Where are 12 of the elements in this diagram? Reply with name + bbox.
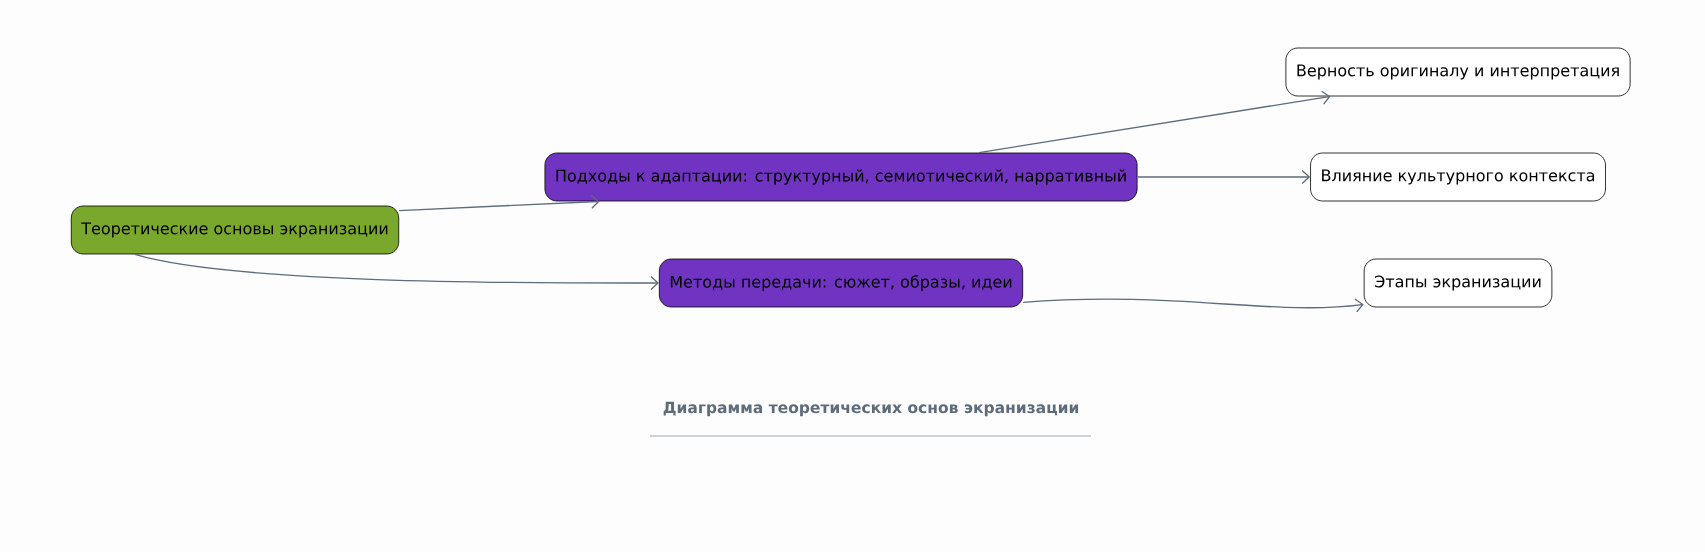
process-box: Подходы к адаптации: структурный, семиотический, нарративный [544, 152, 1138, 202]
process-box: Методы передачи: сюжет, образы, идеи [658, 258, 1024, 308]
process-box: Этапы экранизации [1363, 258, 1553, 308]
process-box: Влияние культурного контекста [1310, 152, 1606, 202]
arrow [1022, 298, 1364, 313]
process-box: Теоретические основы экранизации [70, 205, 400, 255]
arrow [134, 253, 659, 291]
diagram-title: Диаграмма теоретических основ экранизации [663, 401, 1079, 417]
arrow [398, 194, 600, 212]
arrow [978, 90, 1331, 154]
arrow [1136, 169, 1311, 185]
process-box: Верность оригиналу и интерпретация [1285, 47, 1631, 97]
